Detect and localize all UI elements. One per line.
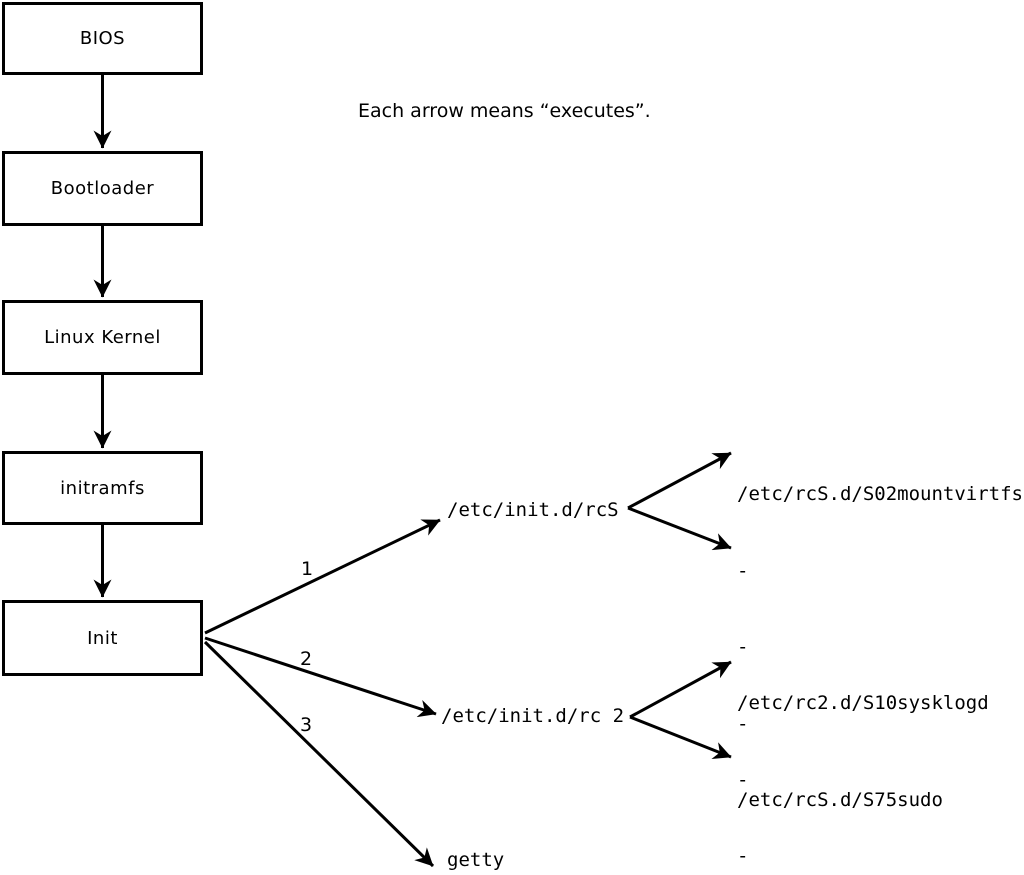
node-bootloader-label: Bootloader — [50, 178, 155, 199]
arrow-rc2-to-S99gdm — [629, 715, 732, 759]
rcS-script-ellipsis: - — [737, 712, 749, 735]
target-rc2-script: /etc/init.d/rc 2 — [441, 705, 625, 727]
node-bios-label: BIOS — [79, 28, 126, 49]
node-bios: BIOS — [2, 2, 203, 75]
branch-number-1: 1 — [300, 558, 314, 580]
rcS-script-ellipsis: - — [737, 559, 749, 582]
rc2-script-item: /etc/rc2.d/S10sysklogd — [737, 692, 989, 714]
rcS-script-ellipsis: - — [737, 636, 749, 658]
rcS-script-item: /etc/rcS.d/S75sudo — [737, 789, 943, 811]
arrow-rcS-to-S75sudo — [627, 506, 732, 551]
arrow-rcS-to-S02mountvirtfs — [627, 451, 732, 510]
rcS-script-list: /etc/rcS.d/S02mountvirtfs - - - /etc/rcS… — [737, 431, 1023, 865]
rcS-script-item: /etc/rcS.d/S02mountvirtfs — [737, 483, 1023, 505]
node-initramfs: initramfs — [2, 451, 203, 525]
rc2-script-ellipsis: - — [737, 768, 749, 791]
node-linux-kernel-label: Linux Kernel — [44, 327, 161, 348]
legend-note: Each arrow means “executes”. — [358, 100, 651, 122]
arrow-rc2-to-S10sysklogd — [629, 660, 732, 719]
arrow-init-to-getty — [203, 640, 435, 868]
node-bootloader: Bootloader — [2, 151, 203, 226]
target-getty: getty — [447, 849, 505, 871]
arrow-init-to-rcS — [204, 518, 441, 635]
arrow-init-to-rc2 — [204, 636, 437, 718]
target-rcS-script: /etc/init.d/rcS — [447, 499, 619, 521]
node-initramfs-label: initramfs — [60, 477, 145, 499]
branch-number-2: 2 — [299, 648, 313, 670]
node-init: Init — [2, 600, 203, 676]
branch-number-3: 3 — [299, 714, 313, 736]
node-init-label: Init — [87, 627, 118, 649]
node-linux-kernel: Linux Kernel — [2, 300, 203, 375]
rc2-script-list: /etc/rc2.d/S10sysklogd - - - /etc/rc2.d/… — [737, 640, 989, 875]
rc2-script-ellipsis: - — [737, 845, 749, 867]
